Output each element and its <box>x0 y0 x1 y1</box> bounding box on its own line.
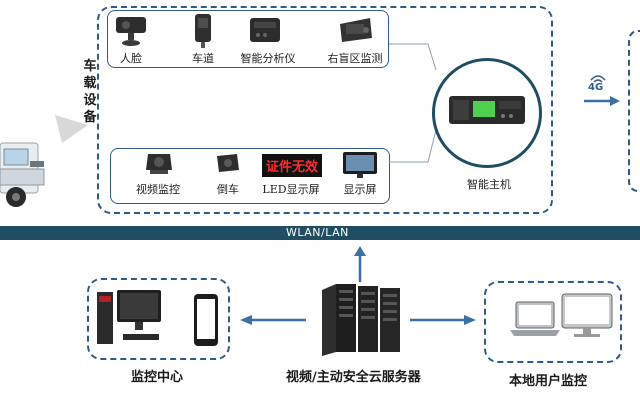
reversing-camera-icon <box>217 154 239 172</box>
bottom-device-label: 显示屏 <box>343 183 377 196</box>
blind-spot-camera-icon <box>340 18 372 42</box>
truck-illustration <box>0 115 88 207</box>
remote-panel-edge <box>628 30 640 192</box>
wlan-lan-bar <box>0 226 640 240</box>
desktop-monitor-icon <box>561 293 613 337</box>
lane-camera-icon <box>195 14 211 48</box>
bottom-device-group <box>110 148 390 204</box>
vehicle-title-char: 设 <box>83 93 97 108</box>
vehicle-title-char: 备 <box>83 110 97 125</box>
laptop-icon <box>510 301 560 336</box>
cloud-server-icon <box>322 284 400 356</box>
face-camera-icon <box>116 17 146 46</box>
smart-host-device-icon <box>449 96 525 124</box>
signal-4g-icon <box>590 75 606 83</box>
vehicle-title: 车 载 设 备 <box>82 58 98 126</box>
desktop-computer-icon <box>97 290 161 344</box>
local-user-group <box>484 281 622 363</box>
bottom-device-label: 倒车 <box>217 183 239 196</box>
led-display-text: 证件无效 <box>262 154 323 177</box>
smart-host-label: 智能主机 <box>467 178 511 191</box>
monitor-center-label: 监控中心 <box>131 370 184 385</box>
display-screen-icon <box>343 152 377 178</box>
signal-4g-label: 4G <box>588 82 604 93</box>
cloud-server-label: 视频/主动安全云服务器 <box>286 370 421 385</box>
bottom-device-label: 视频监控 <box>136 183 180 196</box>
to-monitor-center-arrow <box>240 315 306 325</box>
bottom-device-label: LED显示屏 <box>262 183 320 196</box>
smart-analyzer-icon <box>250 18 280 42</box>
top-device-label: 智能分析仪 <box>240 52 296 65</box>
vehicle-title-char: 车 <box>83 59 97 74</box>
to-local-user-arrow <box>410 315 476 325</box>
top-device-label: 人脸 <box>120 52 142 65</box>
monitor-center-group <box>87 278 230 360</box>
device-connector-lines <box>389 43 437 163</box>
top-device-label: 右盲区监测 <box>327 52 383 65</box>
upload-arrow <box>584 96 620 106</box>
vehicle-title-char: 载 <box>83 76 97 91</box>
wlan-lan-label: WLAN/LAN <box>286 226 349 239</box>
top-device-group <box>107 10 389 68</box>
vehicle-equipment-group <box>97 6 553 214</box>
top-device-label: 车道 <box>192 52 214 65</box>
server-uplink-arrow <box>354 246 366 282</box>
video-camera-icon <box>146 154 172 174</box>
smartphone-icon <box>194 294 218 346</box>
local-user-label: 本地用户监控 <box>509 374 588 389</box>
